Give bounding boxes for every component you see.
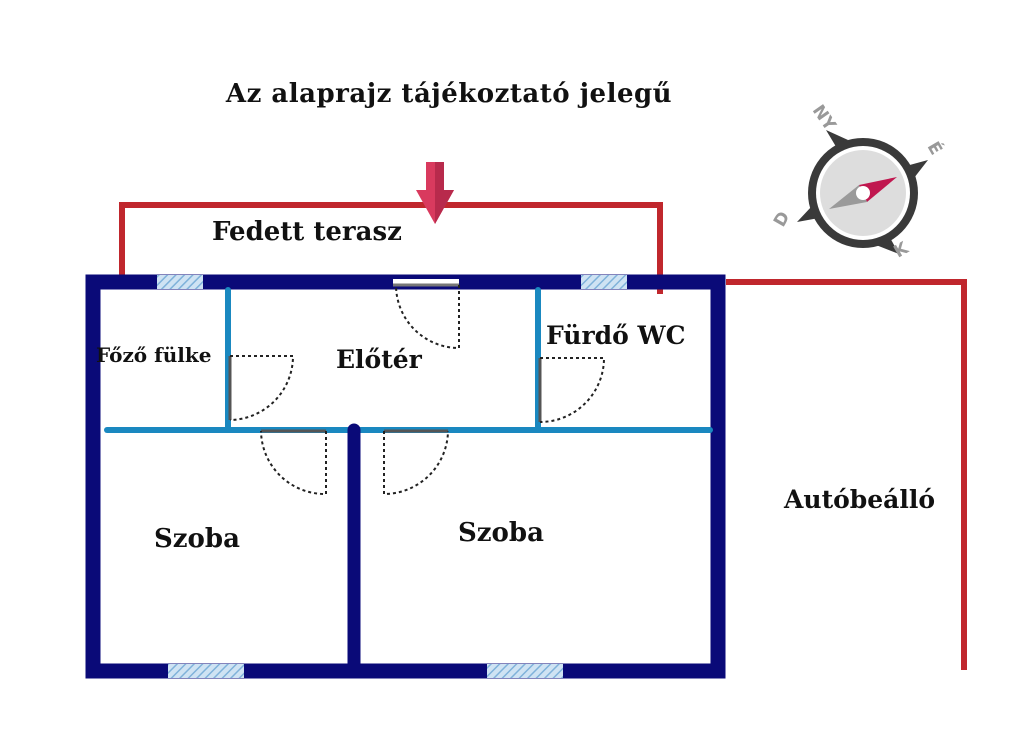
hallway-label: Előtér	[336, 345, 423, 374]
room-left-label: Szoba	[154, 524, 240, 554]
interior-doors	[228, 355, 606, 496]
door-swing	[260, 430, 327, 496]
door-swing	[383, 430, 449, 496]
compass-label-ne: É	[923, 138, 948, 159]
entrance-door	[393, 279, 459, 286]
room-right-label: Szoba	[458, 518, 544, 548]
terrace-label: Fedett terasz	[212, 217, 402, 247]
carport-label: Autóbeálló	[783, 485, 935, 514]
compass-label-nw: NY	[808, 101, 840, 135]
bathroom-label: Fürdő WC	[546, 321, 686, 350]
carport-outline	[726, 279, 967, 670]
window	[487, 664, 563, 678]
window	[168, 664, 244, 678]
window	[157, 275, 203, 289]
door-swing	[229, 355, 295, 421]
window	[581, 275, 627, 289]
compass-icon	[797, 130, 928, 254]
entry-arrow-icon	[416, 162, 454, 224]
compass-label-sw: D	[770, 208, 794, 230]
door-swing	[395, 284, 460, 350]
terrace-outline	[119, 202, 663, 294]
plan-title: Az alaprajz tájékoztató jelegű	[225, 79, 672, 109]
door-swing	[539, 357, 606, 423]
compass-label-se: K	[891, 238, 913, 262]
kitchenette-label: Főző fülke	[96, 343, 211, 367]
